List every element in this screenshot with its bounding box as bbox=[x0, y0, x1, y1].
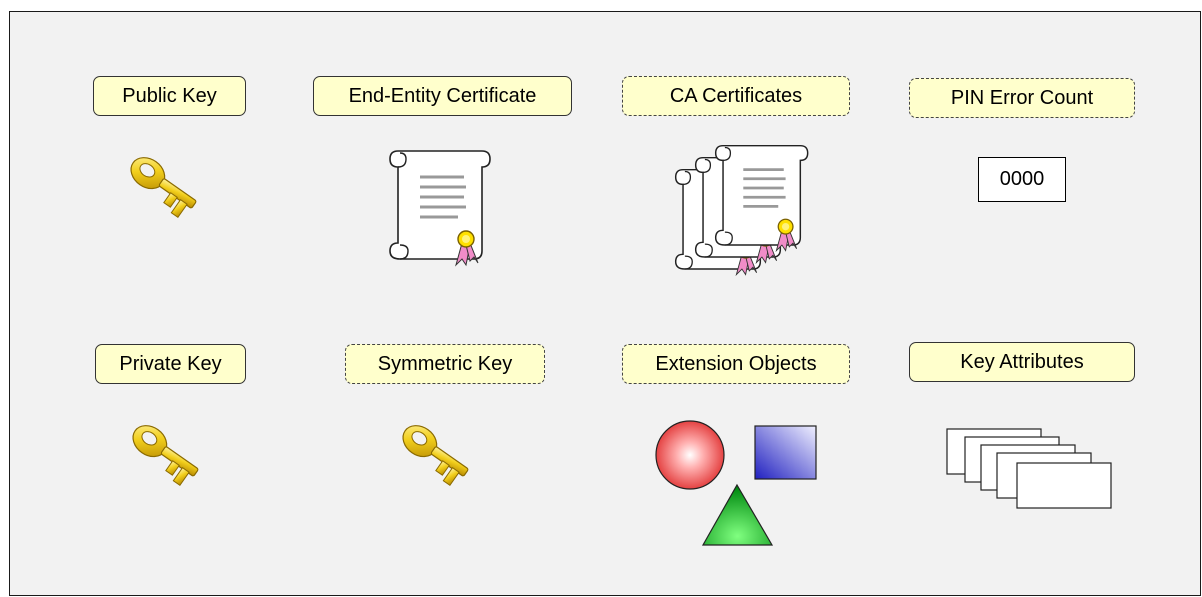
card-stack-icon bbox=[946, 428, 1112, 509]
label-ca-certificates: CA Certificates bbox=[622, 76, 850, 116]
private-key-icon bbox=[123, 418, 205, 490]
pin-error-count-value: 0000 bbox=[978, 157, 1066, 202]
label-pin-error-count: PIN Error Count bbox=[909, 78, 1135, 118]
label-public-key: Public Key bbox=[93, 76, 246, 116]
label-private-key: Private Key bbox=[95, 344, 246, 384]
label-symmetric-key: Symmetric Key bbox=[345, 344, 545, 384]
shapes-icon bbox=[655, 420, 817, 546]
square-icon bbox=[754, 425, 817, 480]
label-extension-objects: Extension Objects bbox=[622, 344, 850, 384]
sphere-icon bbox=[655, 420, 725, 490]
public-key-icon bbox=[121, 150, 203, 222]
label-end-entity-certificate: End-Entity Certificate bbox=[313, 76, 572, 116]
certificate-icon bbox=[388, 149, 492, 267]
label-key-attributes: Key Attributes bbox=[909, 342, 1135, 382]
certificate-stack-icon bbox=[674, 144, 810, 276]
triangle-icon bbox=[701, 483, 774, 546]
symmetric-key-icon bbox=[393, 418, 475, 490]
